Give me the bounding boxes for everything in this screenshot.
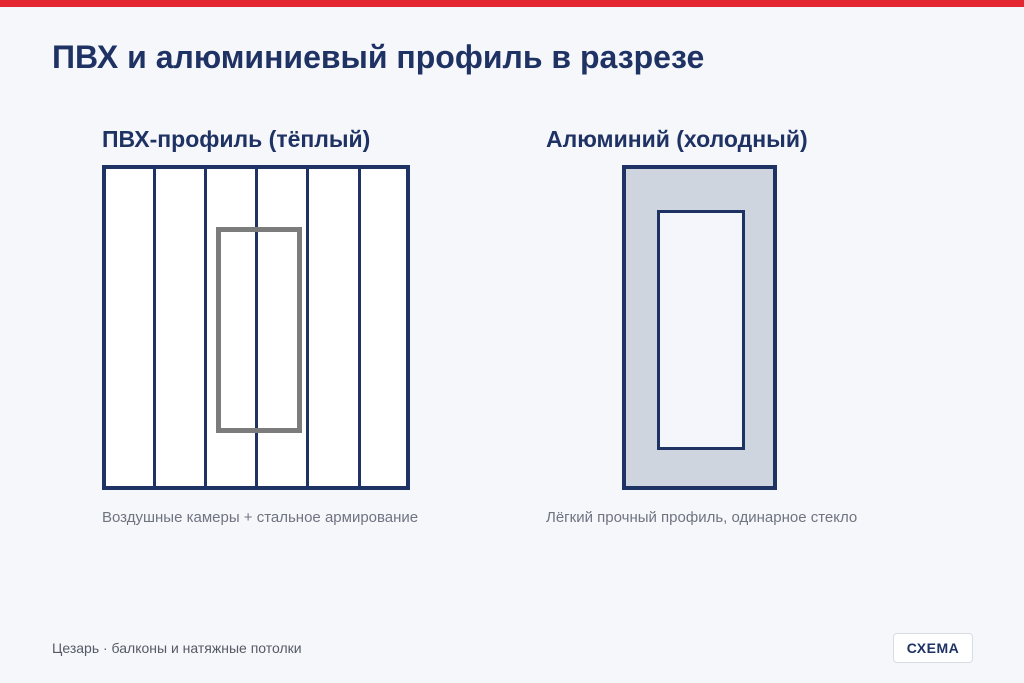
pvc-chamber-wall xyxy=(358,169,361,486)
pvc-chamber-wall xyxy=(153,169,156,486)
steel-reinforcement xyxy=(216,227,302,433)
aluminum-profile-title: Алюминий (холодный) xyxy=(546,126,808,152)
aluminum-profile-cross-section xyxy=(622,165,777,490)
schema-badge: СХЕМА xyxy=(893,633,973,663)
page-title: ПВХ и алюминиевый профиль в разрезе xyxy=(52,39,705,75)
pvc-chamber-wall xyxy=(306,169,309,486)
aluminum-caption: Лёгкий прочный профиль, одинарное стекло xyxy=(546,509,858,526)
pvc-profile-cross-section xyxy=(102,165,410,490)
pvc-caption: Воздушные камеры + стальное армирование xyxy=(102,509,419,526)
pvc-chamber-wall xyxy=(204,169,207,486)
aluminum-single-glass xyxy=(657,210,745,450)
pvc-profile-title: ПВХ-профиль (тёплый) xyxy=(102,126,371,152)
footer-brand: Цезарь · балконы и натяжные потолки xyxy=(52,640,302,656)
top-accent-bar xyxy=(0,0,1024,7)
pvc-chamber-wall xyxy=(255,169,258,486)
